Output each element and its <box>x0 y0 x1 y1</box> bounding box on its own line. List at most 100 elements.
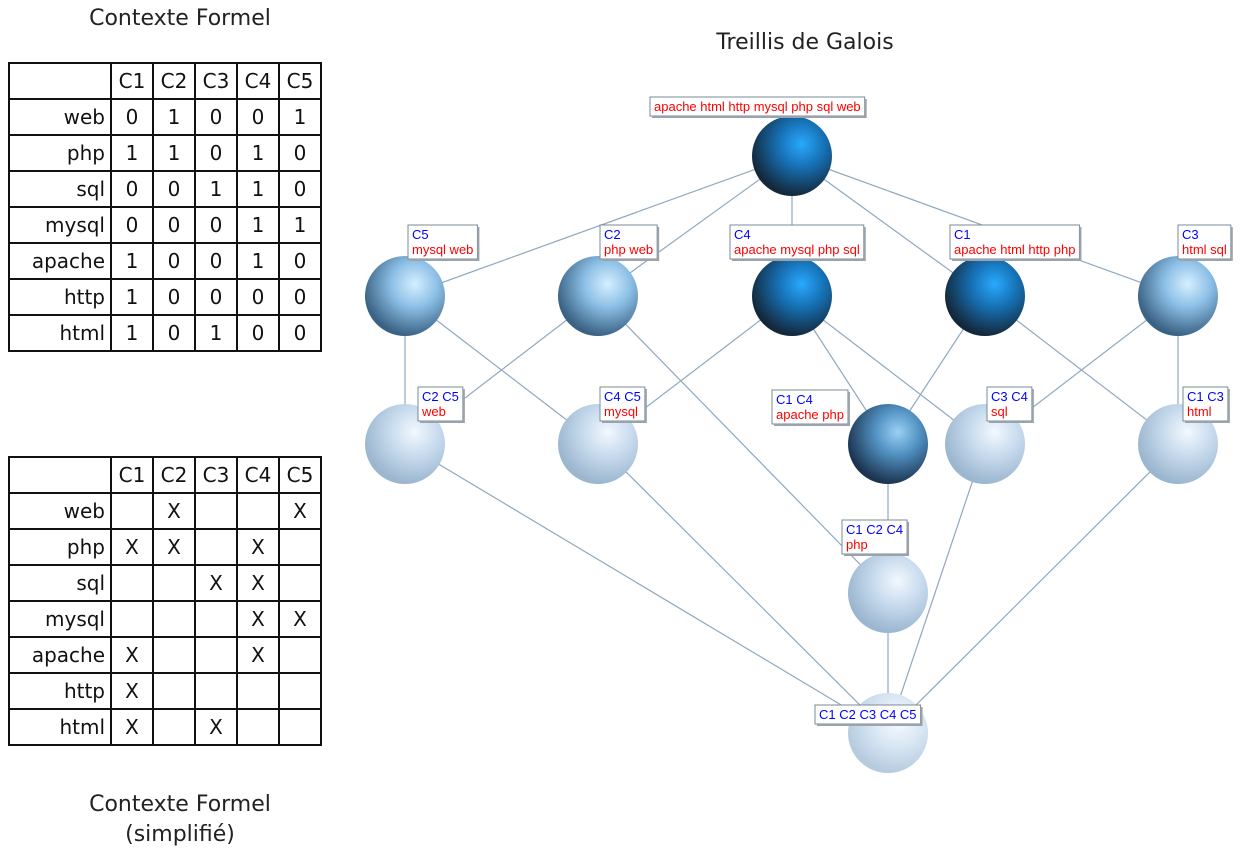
table2-title-line1: Contexte Formel <box>89 792 271 817</box>
table-cell: X <box>152 528 196 566</box>
table-cell: 1 <box>194 170 238 208</box>
label-box-shadow <box>732 227 866 261</box>
row-label: mysql <box>8 206 112 244</box>
label-box <box>599 386 646 422</box>
table-cell: 0 <box>194 242 238 280</box>
table-cell: 1 <box>152 134 196 172</box>
table-cell <box>194 636 238 674</box>
table-cell <box>110 492 154 530</box>
table-cell: X <box>236 636 280 674</box>
table-cell: 1 <box>278 206 322 244</box>
label-box-shadow <box>410 227 480 261</box>
table-cell: X <box>236 564 280 602</box>
row-label: web <box>8 98 112 136</box>
label-intent: mysql web <box>412 242 473 257</box>
table-cell: 1 <box>194 314 238 352</box>
table-cell: 0 <box>152 314 196 352</box>
table-cell: X <box>110 528 154 566</box>
label-intent: apache php <box>776 407 844 422</box>
label-extent: C1 C2 C4 <box>846 522 903 537</box>
table-cell: 0 <box>236 278 280 316</box>
lattice-title: Treillis de Galois <box>716 30 894 55</box>
row-label: php <box>8 134 112 172</box>
table-cell: 1 <box>110 242 154 280</box>
table2-title: Contexte Formel (simplifié) <box>20 790 340 850</box>
row-label: apache <box>8 636 112 674</box>
label-extent: C1 C2 C3 C4 C5 <box>819 707 917 722</box>
label-box-shadow <box>774 392 850 426</box>
lattice-node-c5 <box>365 256 445 336</box>
table-cell: 0 <box>236 314 280 352</box>
table2-title-line2: (simplifié) <box>125 822 235 847</box>
lattice-edge-c4-c3c4 <box>791 295 986 445</box>
label-intent: php web <box>604 242 653 257</box>
table-cell <box>194 528 238 566</box>
table-cell: 0 <box>236 98 280 136</box>
label-intent: sql <box>991 404 1008 419</box>
lattice-edge-c1c3-bottom <box>887 443 1179 734</box>
label-box-shadow <box>1180 227 1233 261</box>
label-box-shadow <box>817 707 923 726</box>
label-extent: C2 C5 <box>422 389 459 404</box>
lattice-node-c1c2c4 <box>848 553 928 633</box>
label-box-shadow <box>844 522 910 556</box>
label-extent: C1 <box>954 227 971 242</box>
label-extent: C3 C4 <box>991 389 1028 404</box>
table-cell: X <box>194 708 238 746</box>
label-extent: C1 C4 <box>776 392 813 407</box>
column-header: C2 <box>152 456 196 494</box>
lattice-node-c4 <box>752 256 832 336</box>
table-cell <box>194 600 238 638</box>
table-cell: 1 <box>236 134 280 172</box>
table-cell <box>110 564 154 602</box>
table-cell <box>278 636 322 674</box>
lattice-node-c2c5 <box>365 404 445 484</box>
table-cell: 0 <box>194 98 238 136</box>
table-cell <box>278 672 322 710</box>
table-cell: X <box>110 672 154 710</box>
table-cell: 0 <box>110 98 154 136</box>
label-box <box>417 386 464 422</box>
label-intent: apache html http mysql php sql web <box>654 99 861 114</box>
label-extent: C4 <box>734 227 751 242</box>
column-header: C5 <box>278 62 322 100</box>
lattice-node-c3c4 <box>945 404 1025 484</box>
label-intent: mysql <box>604 404 638 419</box>
lattice-node-c1c3 <box>1138 404 1218 484</box>
table-cell: 0 <box>278 278 322 316</box>
row-label: sql <box>8 170 112 208</box>
table-cell: 0 <box>278 134 322 172</box>
label-box <box>771 389 849 425</box>
row-label: http <box>8 278 112 316</box>
table-cell <box>152 600 196 638</box>
row-label: http <box>8 672 112 710</box>
table-cell <box>278 528 322 566</box>
table-cell: X <box>236 528 280 566</box>
table-cell: 0 <box>194 206 238 244</box>
lattice-node-c1 <box>945 256 1025 336</box>
label-box-shadow <box>1185 389 1230 423</box>
table-cell: 1 <box>152 98 196 136</box>
table-cell: X <box>110 708 154 746</box>
label-box <box>949 224 1080 260</box>
table-cell <box>152 636 196 674</box>
table-cell: X <box>278 492 322 530</box>
